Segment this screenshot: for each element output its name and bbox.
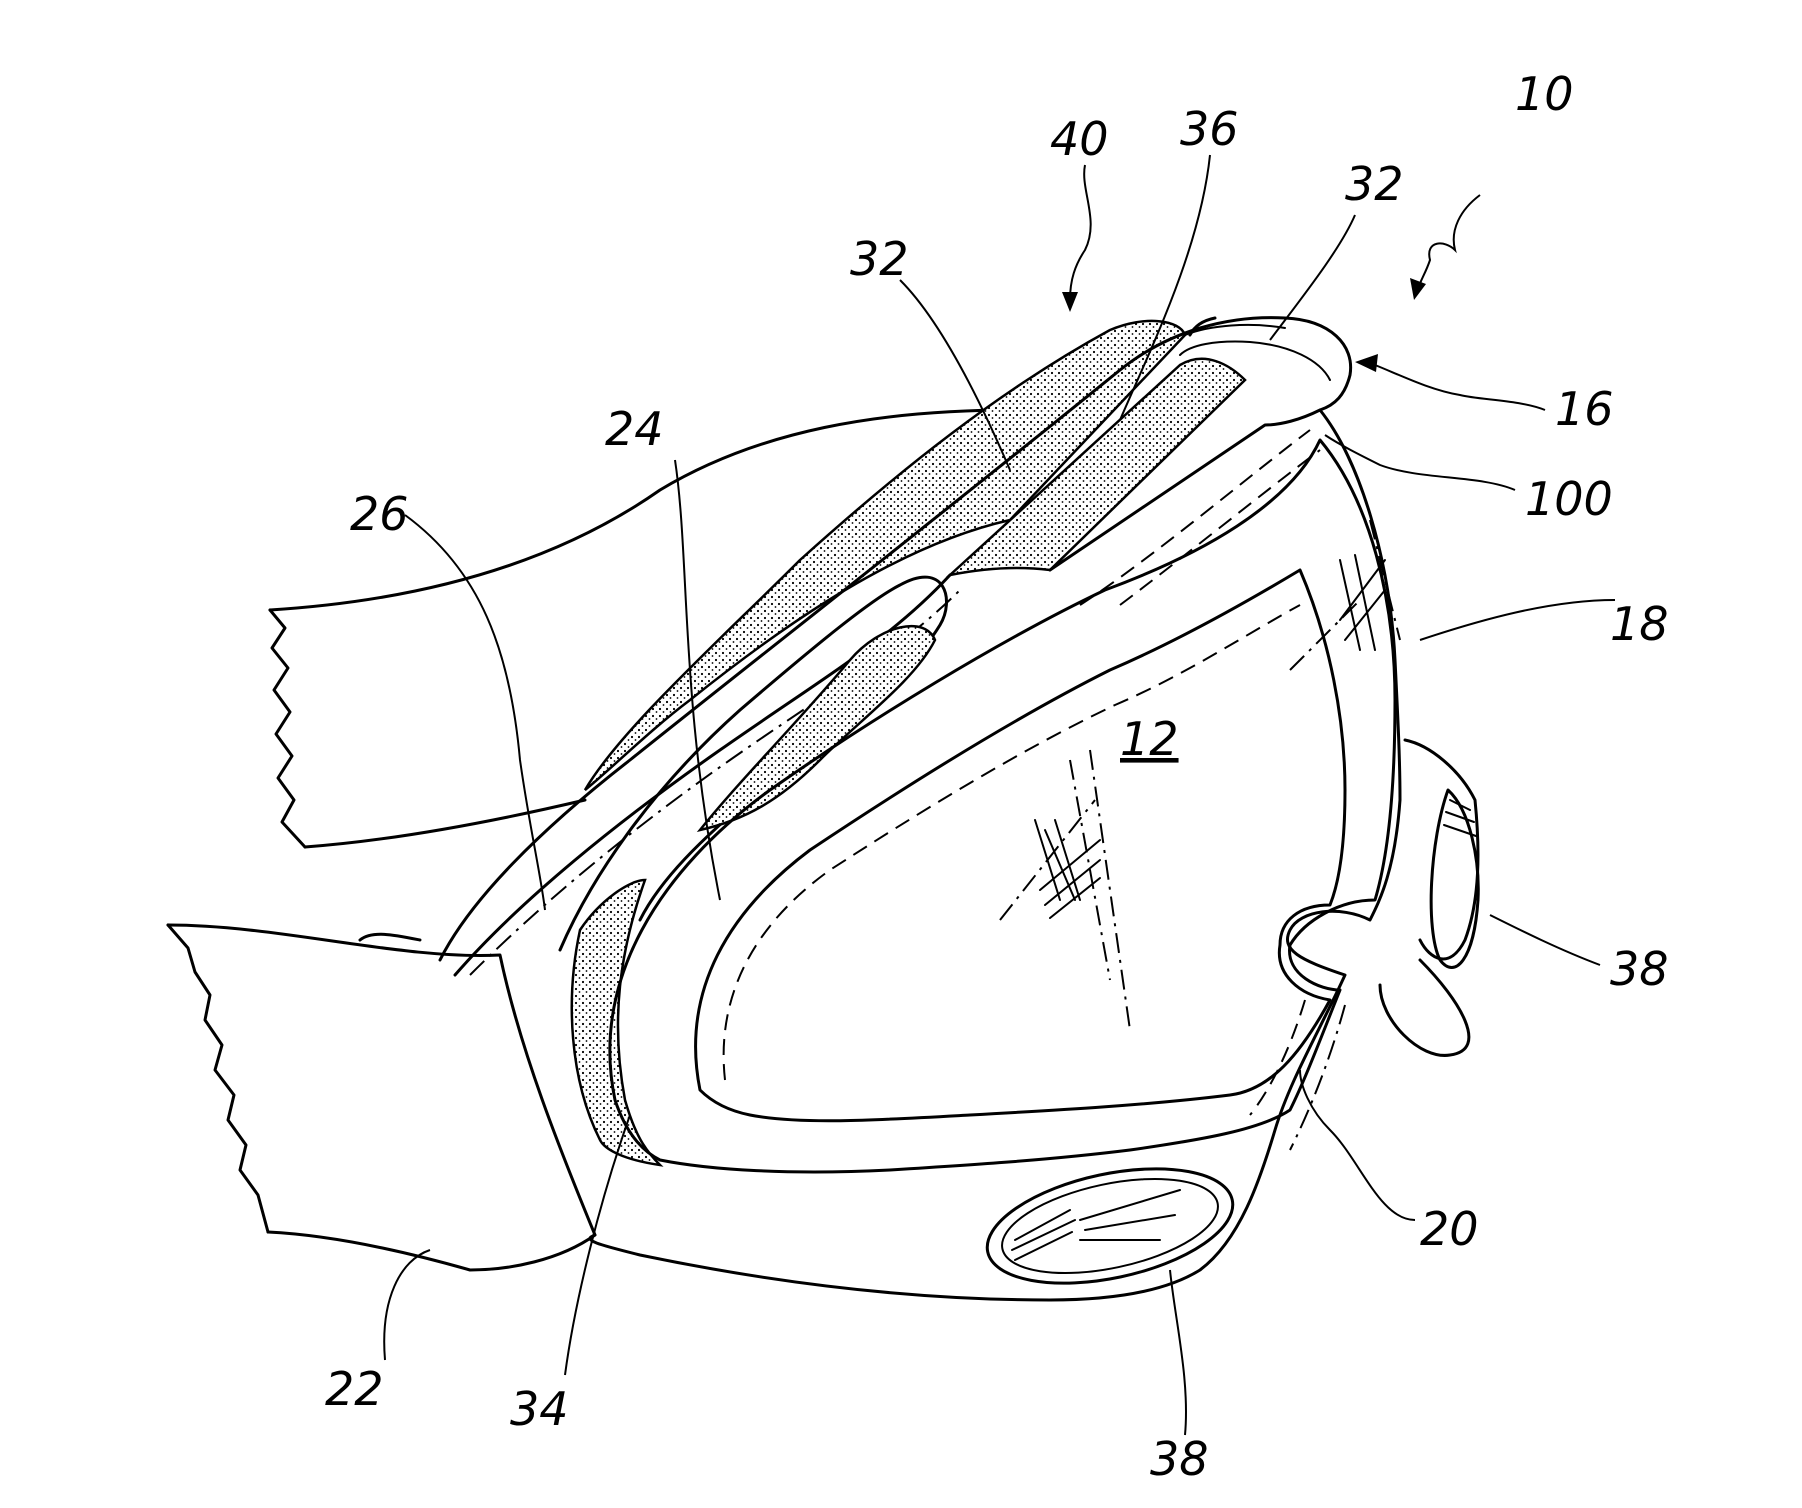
lower-strap: [168, 925, 595, 1270]
label-24: 24: [605, 402, 664, 456]
label-16: 16: [1555, 382, 1614, 436]
label-12: 12: [1120, 712, 1179, 766]
reference-labels: 10 40 36 32 32 16 100 24 26 18 12 38 20 …: [325, 67, 1669, 1486]
label-32-top: 32: [1345, 157, 1404, 211]
label-36: 36: [1180, 102, 1239, 156]
label-18: 18: [1610, 597, 1669, 651]
label-32-mid: 32: [850, 232, 909, 286]
label-20: 20: [1420, 1202, 1479, 1256]
label-38-right: 38: [1610, 942, 1669, 996]
label-10: 10: [1515, 67, 1574, 121]
label-26: 26: [350, 487, 409, 541]
lower-frame-20: [1250, 960, 1469, 1150]
label-22: 22: [325, 1362, 384, 1416]
label-38-bottom: 38: [1150, 1432, 1209, 1486]
side-vent-38: [1405, 740, 1478, 968]
label-34: 34: [510, 1382, 569, 1436]
bottom-vent-38: [977, 1149, 1243, 1303]
label-100: 100: [1525, 472, 1613, 526]
label-40: 40: [1050, 112, 1109, 166]
